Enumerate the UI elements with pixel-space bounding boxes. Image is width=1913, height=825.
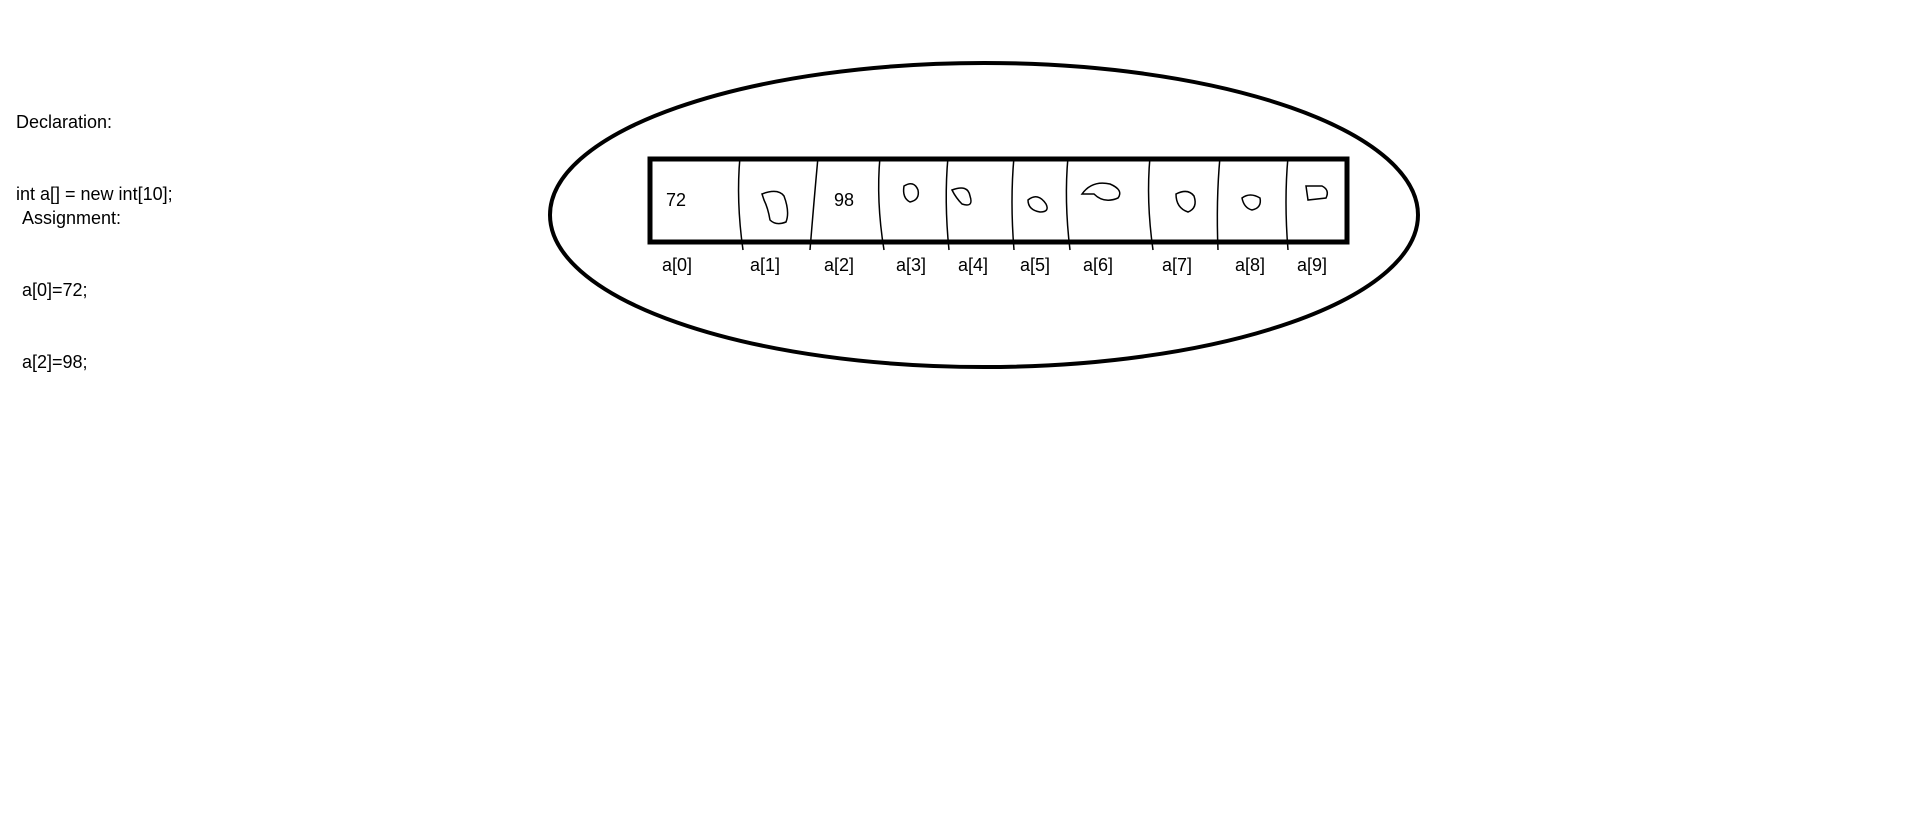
array-cells: 72 98 <box>666 182 1329 225</box>
index-label: a[3] <box>896 255 926 275</box>
declaration-block: Declaration: int a[] = new int[10]; <box>16 62 173 230</box>
cell-value: 72 <box>666 190 686 210</box>
index-label: a[1] <box>750 255 780 275</box>
garbage-value-scribble <box>1027 196 1048 213</box>
assignment-heading: Assignment: <box>22 208 122 228</box>
assignment-block: Assignment: a[0]=72; a[2]=98; <box>22 158 121 398</box>
index-label: a[2] <box>824 255 854 275</box>
cell-divider <box>809 156 819 251</box>
index-label: a[0] <box>662 255 692 275</box>
garbage-value-scribble <box>950 187 972 206</box>
cell-divider <box>1147 156 1154 251</box>
cell-divider <box>945 156 950 251</box>
garbage-value-scribble <box>1305 185 1329 201</box>
cell-divider <box>737 156 744 251</box>
assignment-line: a[2]=98; <box>22 352 88 372</box>
index-labels: a[0] a[1] a[2] a[3] a[4] a[5] a[6] a[7] a[8] a[9] <box>662 255 1327 275</box>
declaration-code: int a[] = new int[10]; <box>16 184 173 204</box>
cell-divider <box>1011 156 1015 251</box>
cell-divider <box>877 156 885 251</box>
index-label: a[4] <box>958 255 988 275</box>
cell-divider <box>1285 156 1289 251</box>
index-label: a[6] <box>1083 255 1113 275</box>
index-label: a[9] <box>1297 255 1327 275</box>
memory-ellipse <box>548 61 1420 369</box>
declaration-heading: Declaration: <box>16 112 113 132</box>
garbage-value-scribble <box>902 183 920 203</box>
index-label: a[8] <box>1235 255 1265 275</box>
garbage-value-scribble <box>761 190 789 225</box>
garbage-value-scribble <box>1241 194 1262 211</box>
cell-value: 98 <box>834 190 854 210</box>
garbage-value-scribble <box>1175 190 1196 213</box>
index-label: a[5] <box>1020 255 1050 275</box>
assignment-line: a[0]=72; <box>22 280 88 300</box>
cell-divider <box>1065 156 1071 251</box>
array-box <box>647 156 1350 245</box>
cell-divider <box>1216 156 1221 251</box>
garbage-value-scribble <box>1080 182 1121 201</box>
index-label: a[7] <box>1162 255 1192 275</box>
cell-dividers <box>737 156 1289 251</box>
